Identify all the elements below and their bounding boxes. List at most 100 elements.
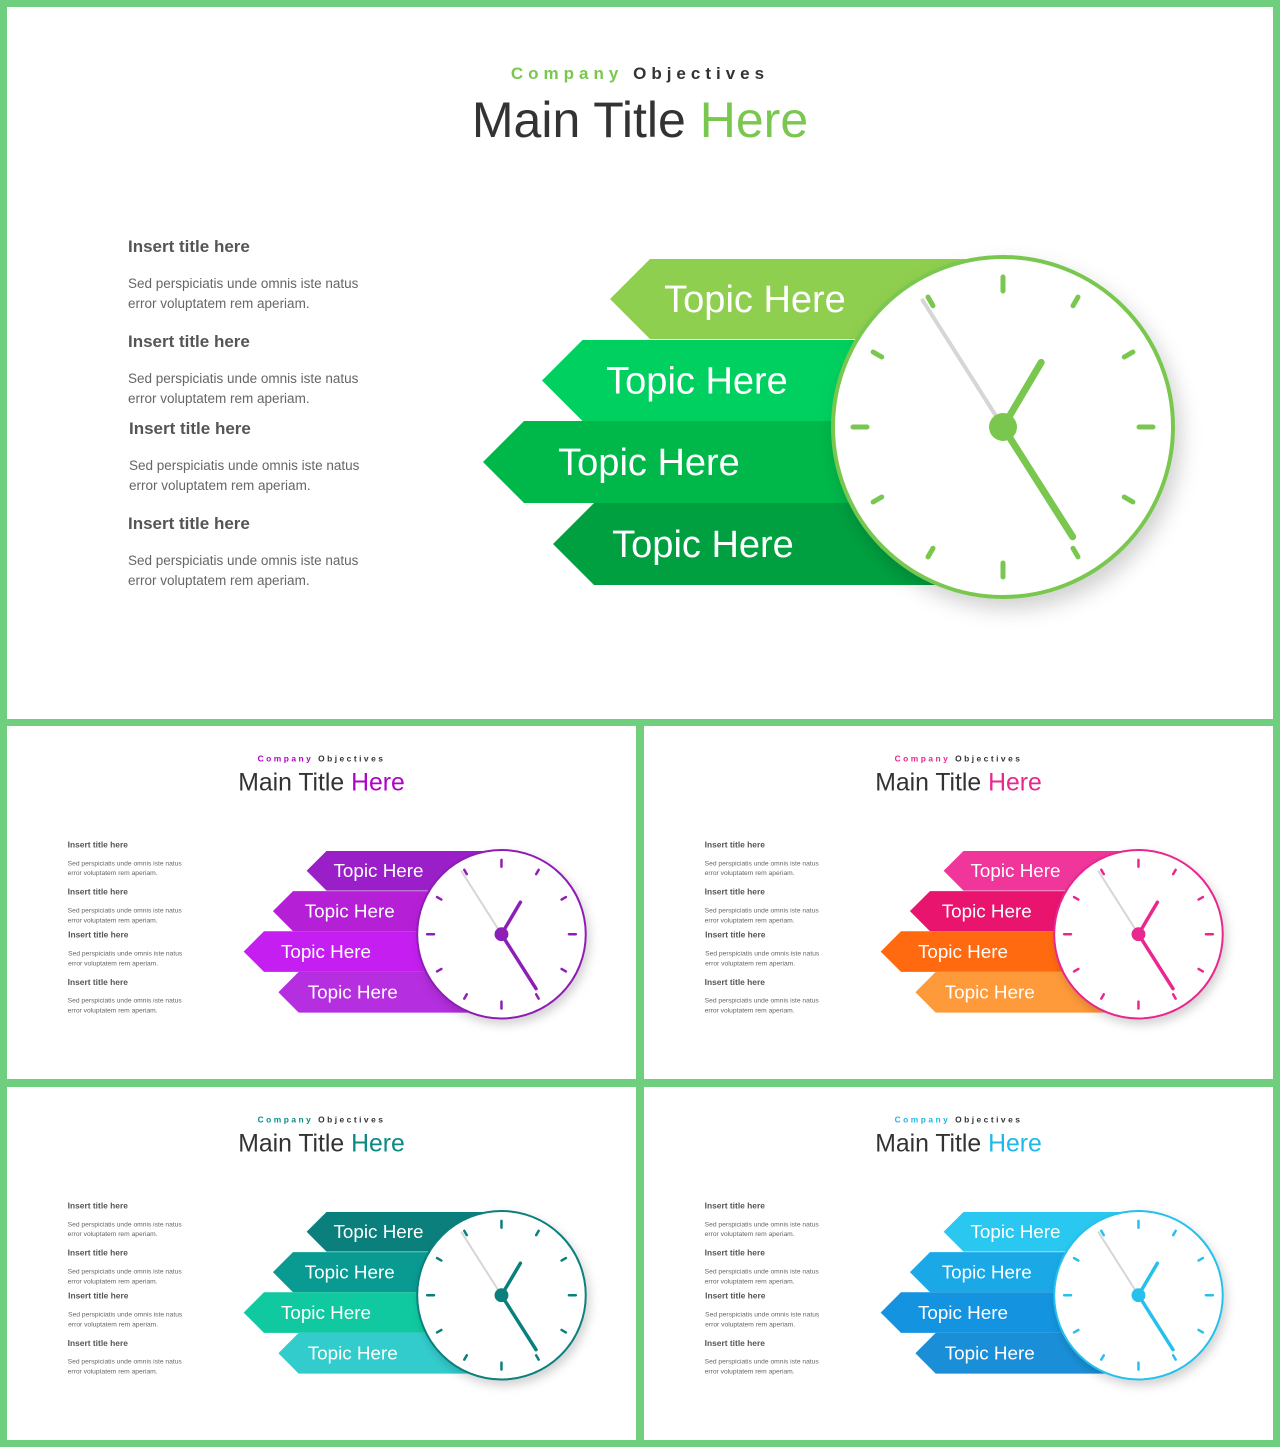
item-title: Insert title here <box>128 332 250 351</box>
topic-label: Topic Here <box>281 1302 371 1323</box>
item-body-line: error voluptatem rem aperiam. <box>705 917 795 924</box>
item-body-line: Sed perspiciatis unde omnis iste natus <box>68 1268 183 1275</box>
item-body-line: error voluptatem rem aperiam. <box>68 1321 158 1328</box>
topic-label: Topic Here <box>308 982 398 1003</box>
item-body-line: Sed perspiciatis unde omnis iste natus <box>68 1221 183 1228</box>
item-body-line: error voluptatem rem aperiam. <box>128 296 310 311</box>
item-body-line: error voluptatem rem aperiam. <box>68 870 158 877</box>
kicker-company: Company <box>511 64 623 83</box>
page-title: Main Title Here <box>238 1130 405 1157</box>
item-body-line: error voluptatem rem aperiam. <box>128 573 310 588</box>
item-body-line: Sed perspiciatis unde omnis iste natus <box>705 1359 820 1366</box>
item-body-line: error voluptatem rem aperiam. <box>129 478 311 493</box>
kicker-objectives: Objectives <box>318 1115 385 1125</box>
kicker-company: Company <box>258 754 314 764</box>
kicker-objectives: Objectives <box>955 1115 1022 1125</box>
clock-icon <box>416 848 587 1020</box>
item-body-line: Sed perspiciatis unde omnis iste natus <box>129 458 360 473</box>
topic-label: Topic Here <box>918 1302 1008 1323</box>
topic-label: Topic Here <box>305 901 395 922</box>
topic-label: Topic Here <box>334 860 424 881</box>
item-title: Insert title here <box>705 1338 766 1348</box>
clock-icon <box>416 1209 587 1381</box>
item-body-line: Sed perspiciatis unde omnis iste natus <box>128 371 359 386</box>
item-title: Insert title here <box>705 1200 766 1210</box>
kicker-company: Company <box>895 754 951 764</box>
item-body-line: Sed perspiciatis unde omnis iste natus <box>68 951 183 958</box>
kicker-company: Company <box>258 1115 314 1125</box>
topic-label: Topic Here <box>945 982 1035 1003</box>
kicker: Company Objectives <box>258 754 386 764</box>
item-body-line: Sed perspiciatis unde omnis iste natus <box>128 276 359 291</box>
topic-label: Topic Here <box>971 860 1061 881</box>
item-body-line: Sed perspiciatis unde omnis iste natus <box>68 1359 183 1366</box>
item-body-line: Sed perspiciatis unde omnis iste natus <box>68 998 183 1005</box>
topic-label: Topic Here <box>281 941 371 962</box>
item-body-line: Sed perspiciatis unde omnis iste natus <box>68 860 183 867</box>
item-body-line: Sed perspiciatis unde omnis iste natus <box>68 1312 183 1319</box>
item-title: Insert title here <box>705 1291 766 1301</box>
item-title: Insert title here <box>705 977 766 987</box>
page-title: Main Title Here <box>472 92 808 148</box>
page-title: Main Title Here <box>875 1130 1042 1157</box>
item-body-line: Sed perspiciatis unde omnis iste natus <box>705 951 820 958</box>
item-title: Insert title here <box>128 514 250 533</box>
clock-icon <box>1053 848 1224 1020</box>
topic-label: Topic Here <box>305 1262 395 1283</box>
topic-label: Topic Here <box>918 941 1008 962</box>
item-body-line: Sed perspiciatis unde omnis iste natus <box>705 1221 820 1228</box>
kicker: Company Objectives <box>511 64 769 83</box>
item-body-line: error voluptatem rem aperiam. <box>68 1231 158 1238</box>
item-body-line: error voluptatem rem aperiam. <box>705 1369 795 1376</box>
topic-label: Topic Here <box>942 901 1032 922</box>
item-body-line: error voluptatem rem aperiam. <box>705 960 795 967</box>
topic-label: Topic Here <box>942 1262 1032 1283</box>
item-body-line: Sed perspiciatis unde omnis iste natus <box>705 1268 820 1275</box>
topic-label: Topic Here <box>612 524 794 566</box>
item-title: Insert title here <box>705 839 766 849</box>
topic-label: Topic Here <box>334 1221 424 1242</box>
item-title: Insert title here <box>68 930 129 940</box>
item-title: Insert title here <box>68 977 129 987</box>
item-title: Insert title here <box>705 930 766 940</box>
item-body-line: Sed perspiciatis unde omnis iste natus <box>705 1312 820 1319</box>
clock-icon <box>1053 1209 1224 1381</box>
item-title: Insert title here <box>68 1338 129 1348</box>
topic-label: Topic Here <box>558 442 740 484</box>
item-body-line: error voluptatem rem aperiam. <box>705 1321 795 1328</box>
item-body-line: error voluptatem rem aperiam. <box>705 1278 795 1285</box>
item-body-line: error voluptatem rem aperiam. <box>68 960 158 967</box>
item-body-line: error voluptatem rem aperiam. <box>68 1369 158 1376</box>
item-title: Insert title here <box>68 1291 129 1301</box>
kicker-objectives: Objectives <box>955 754 1022 764</box>
topic-label: Topic Here <box>308 1343 398 1364</box>
item-body-line: error voluptatem rem aperiam. <box>128 391 310 406</box>
topic-label: Topic Here <box>664 279 846 321</box>
page-title: Main Title Here <box>875 769 1042 796</box>
kicker-objectives: Objectives <box>318 754 385 764</box>
page-title: Main Title Here <box>238 769 405 796</box>
item-body-line: error voluptatem rem aperiam. <box>705 870 795 877</box>
kicker-objectives: Objectives <box>633 64 769 83</box>
kicker-company: Company <box>895 1115 951 1125</box>
topic-label: Topic Here <box>606 361 788 403</box>
